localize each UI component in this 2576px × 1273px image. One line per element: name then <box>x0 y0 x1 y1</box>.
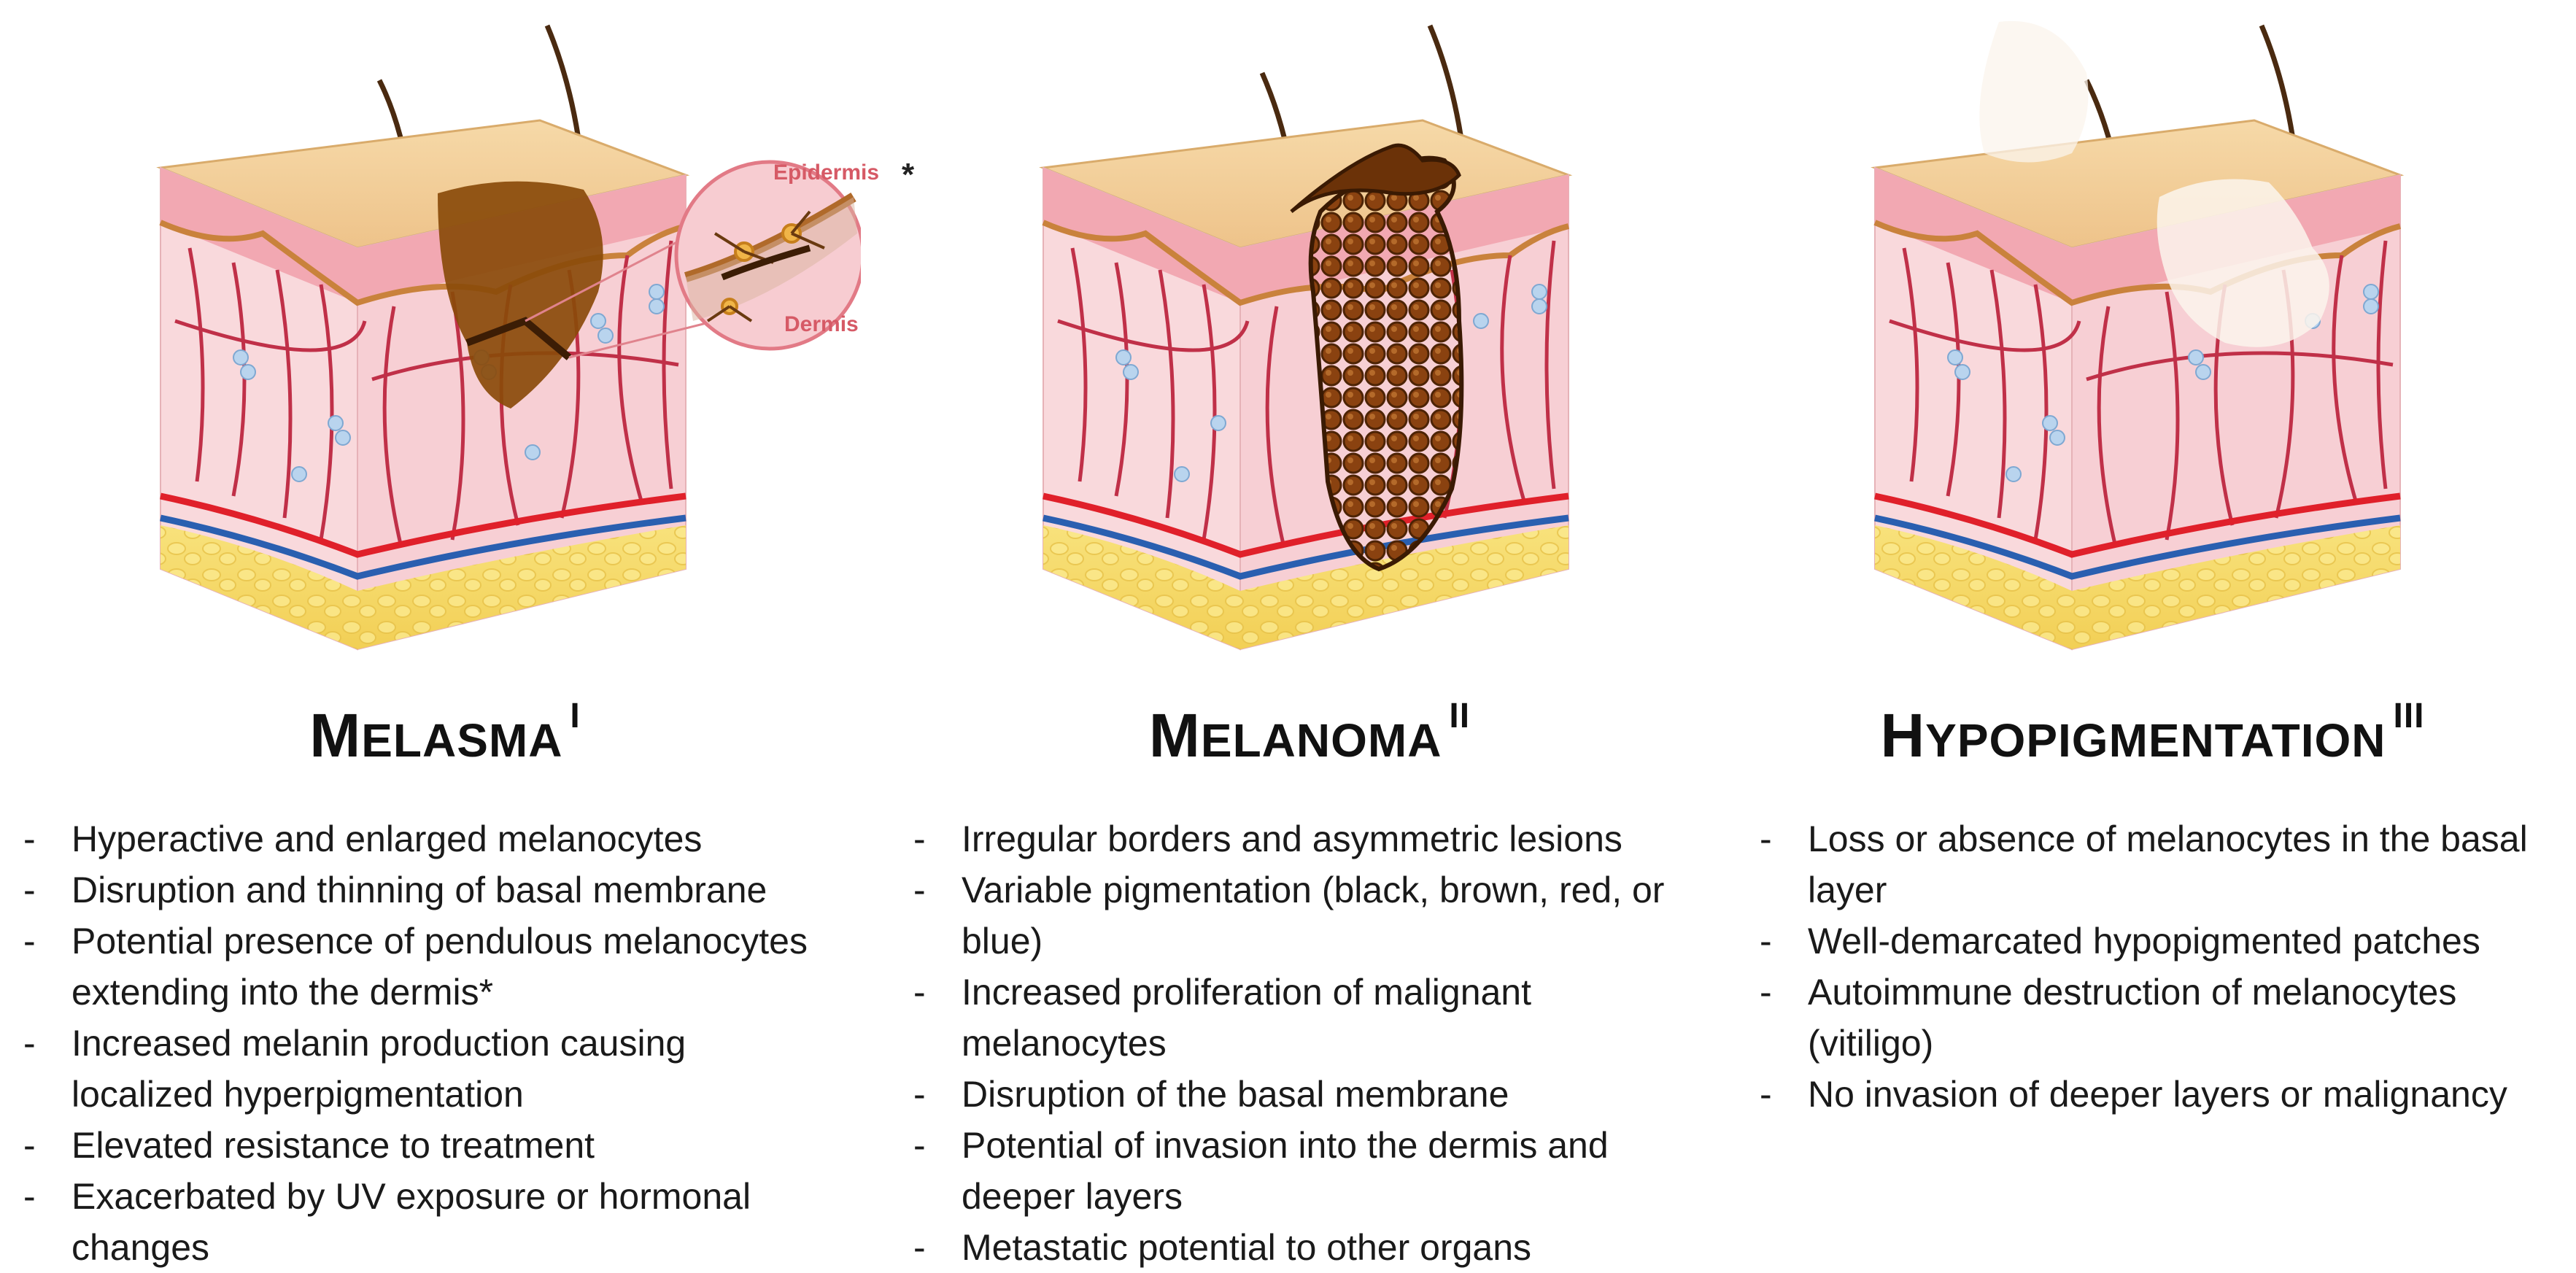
epidermis-band <box>160 168 686 303</box>
melasma-skin-illustration <box>156 24 861 651</box>
artery <box>1043 492 1569 558</box>
list-item: -Irregular borders and asymmetric lesion… <box>913 819 1622 859</box>
list-item: -Hyperactive and enlarged melanocytes <box>23 819 703 859</box>
list-item: -Metastatic potential to other organs <box>913 1227 1532 1268</box>
epidermis-band <box>1043 168 1569 303</box>
artery <box>160 492 686 558</box>
inset-epidermis-label: Epidermis <box>773 160 880 185</box>
vessel-network <box>174 240 679 548</box>
list-item: -Potential of invasion into the dermis a… <box>913 1125 1609 1217</box>
list-item: -Elevated resistance to treatment <box>23 1125 595 1166</box>
hypopigmented-patch <box>1979 20 2089 163</box>
vein <box>160 514 686 580</box>
list-item: -Loss or absence of melanocytes in the b… <box>1760 819 2528 910</box>
melanoma-bullet-list: -Irregular borders and asymmetric lesion… <box>913 813 1723 1273</box>
list-item: -Autoimmune destruction of melanocytes (… <box>1760 972 2457 1064</box>
list-item: -Potential presence of pendulous melanoc… <box>23 921 808 1013</box>
vein <box>1043 514 1569 580</box>
list-item: -No invasion of deeper layers or maligna… <box>1760 1074 2507 1115</box>
cell-clusters <box>1115 284 1547 482</box>
melanoma-surface <box>1290 143 1461 213</box>
list-item: -Variable pigmentation (black, brown, re… <box>913 870 1665 961</box>
list-item: -Increased melanin production causing lo… <box>23 1023 686 1115</box>
hypopigmented-patch <box>2157 179 2329 347</box>
inset-asterisk: * <box>902 157 915 193</box>
list-item: -Disruption of the basal membrane <box>913 1074 1509 1115</box>
list-item: -Well-demarcated hypopigmented patches <box>1760 921 2480 961</box>
inset-magnifier <box>674 160 861 351</box>
callout-line <box>568 320 716 359</box>
artery <box>1874 492 2401 558</box>
melasma-bullet-list: -Hyperactive and enlarged melanocytes -D… <box>23 813 884 1273</box>
epidermis-band <box>1875 168 2400 303</box>
vein <box>1874 514 2401 580</box>
melanoma-mass <box>1308 155 1464 572</box>
list-item: -Disruption and thinning of basal membra… <box>23 870 767 910</box>
inset-dermis-label: Dermis <box>784 312 859 336</box>
cell-clusters <box>1947 284 2379 482</box>
hypopigmentation-bullet-list: -Loss or absence of melanocytes in the b… <box>1760 813 2569 1120</box>
list-item: -Exacerbated by UV exposure or hormonal … <box>23 1176 751 1268</box>
hypopigmentation-skin-illustration <box>1871 20 2405 651</box>
list-item: -Increased proliferation of malignant me… <box>913 972 1532 1064</box>
melanoma-skin-illustration <box>1039 24 1573 651</box>
